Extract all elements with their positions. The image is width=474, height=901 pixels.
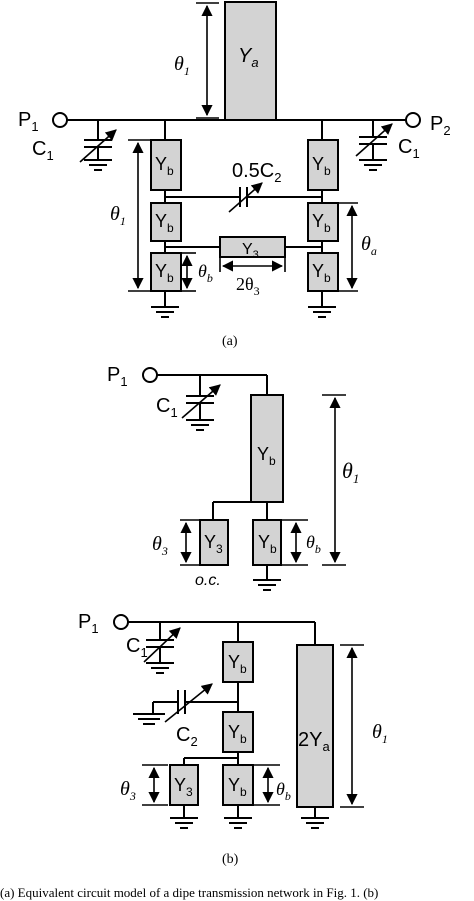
svg-text:θb: θb [198,261,213,285]
y3-b1 [199,519,229,566]
capacitor-c1-left [79,120,117,171]
svg-text:C1: C1 [398,136,420,161]
svg-text:θb: θb [306,532,321,556]
circuit-b-top: P1 C1 Yb Y3 o.c. Yb [107,364,359,591]
figure-caption: (a) Equivalent circuit model of a dipe t… [0,885,378,900]
svg-text:Yb: Yb [155,154,174,178]
svg-text:Yb: Yb [312,261,331,285]
caption-a: (a) [222,334,238,349]
svg-text:Yb: Yb [155,261,174,285]
y3-b2 [169,764,199,806]
svg-text:Yb: Yb [155,211,174,235]
svg-text:2θ3: 2θ3 [236,274,260,298]
svg-text:C1: C1 [126,635,148,660]
capacitor-c2-b2 [133,683,238,725]
svg-text:0.5C2: 0.5C2 [232,160,281,185]
caption-b: (b) [222,852,239,867]
circuit-a: Ya θ1 P1 P2 C1 [18,1,451,318]
capacitor-half-c2 [165,182,322,213]
svg-text:Yb: Yb [228,775,247,799]
yb-short-b1 [252,519,282,566]
yb-top-b2 [222,641,254,683]
right-yb-middle [307,202,339,242]
svg-text:θ1: θ1 [342,458,359,486]
left-yb-top [150,139,182,191]
svg-text:θ3: θ3 [152,533,168,558]
svg-text:θb: θb [276,779,291,803]
open-circuit-label: o.c. [195,572,221,589]
svg-text:Yb: Yb [258,532,277,556]
svg-text:Yb: Yb [228,652,247,676]
svg-text:P1: P1 [107,364,128,389]
svg-text:C1: C1 [156,395,178,420]
svg-text:θ1: θ1 [110,203,126,228]
ya-label: Y [238,45,253,67]
yb-mid-b2 [222,711,254,753]
svg-text:Yb: Yb [312,154,331,178]
svg-text:Y3: Y3 [242,241,259,261]
capacitor-c1-right [355,120,393,171]
svg-text:C2: C2 [176,724,198,749]
capacitor-c1-b1 [181,375,221,431]
svg-text:Yb: Yb [228,722,247,746]
svg-text:θ3: θ3 [120,778,136,803]
svg-text:Ya: Ya [238,45,259,70]
svg-text:θ1: θ1 [372,721,388,746]
svg-text:C1: C1 [32,138,54,163]
left-yb-bottom [150,252,182,292]
capacitor-c1-b2 [143,622,181,674]
svg-text:θa: θa [361,233,377,258]
svg-text:Yb: Yb [257,444,276,468]
svg-text:Yb: Yb [312,211,331,235]
circuit-b-bottom: P1 C1 Yb Yb [78,611,388,829]
p2-label-a: P2 [430,113,451,138]
stub-ya [224,1,277,121]
port-p2-a [405,112,421,128]
p1-label-a: P1 [18,109,39,134]
svg-text:2Ya: 2Ya [298,729,330,754]
port-p1-a [52,112,68,128]
svg-text:P1: P1 [78,611,99,636]
two-ya-b2 [296,644,334,808]
svg-text:θ1: θ1 [174,53,190,78]
svg-text:Y3: Y3 [204,532,223,556]
svg-text:Y3: Y3 [174,775,193,799]
